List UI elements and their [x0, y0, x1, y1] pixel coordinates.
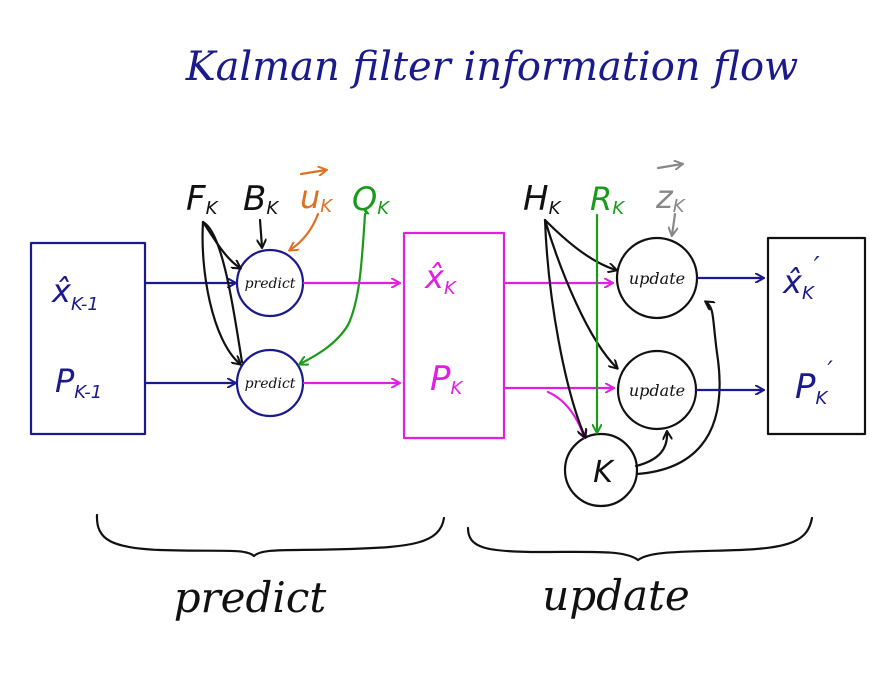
input-B: BK: [243, 179, 279, 219]
prev-x-label: x̂K-1: [51, 272, 99, 315]
svg-text:uK: uK: [300, 178, 333, 217]
input-H: HK: [523, 179, 562, 219]
kalman-gain-node: K: [563, 432, 639, 508]
arrow-F-to-predict-bottom: [201, 220, 240, 364]
input-Q: QK: [352, 180, 390, 219]
prev-state-box: [29, 241, 147, 436]
arrow-z-to-update: [672, 212, 675, 235]
predicted-x-label: x̂K: [424, 258, 457, 299]
svg-text:update: update: [629, 381, 685, 400]
arrow-predicted-p-to-gain: [546, 390, 584, 437]
predicted-state-box: [402, 231, 506, 440]
arrow-gain-to-update-bottom: [634, 432, 667, 468]
predict-node-bottom: predict: [235, 348, 305, 418]
arrow-H-to-update-bottom: [543, 218, 617, 368]
updated-x-label: x̂K′: [782, 252, 820, 304]
svg-text:K: K: [593, 455, 615, 490]
arrow-gain-to-update-top: [635, 302, 721, 476]
svg-text:predict: predict: [245, 276, 296, 292]
arrow-F-to-predict-top: [201, 220, 240, 268]
svg-text:zK: zK: [655, 178, 686, 217]
brace-update: [466, 516, 814, 562]
arrow-F-extra: [201, 220, 244, 364]
arrow-u-to-predict: [290, 212, 320, 250]
arrow-B-to-predict: [260, 218, 262, 247]
input-z: zK: [655, 164, 686, 217]
update-node-bottom: update: [616, 349, 698, 431]
predicted-p-label: PK: [430, 359, 464, 399]
svg-text:predict: predict: [245, 376, 296, 392]
prev-p-label: PK-1: [55, 362, 102, 403]
update-node-top: update: [615, 236, 699, 320]
predict-node-top: predict: [235, 248, 305, 318]
svg-text:update: update: [629, 269, 685, 288]
updated-p-label: PK′: [795, 356, 833, 409]
updated-state-box: [766, 236, 867, 436]
arrow-H-to-update-top: [543, 218, 616, 270]
diagram-title: Kalman filter information flow: [185, 44, 799, 90]
brace-predict: [95, 513, 446, 558]
brace-label-predict: predict: [174, 573, 327, 622]
input-u: uK: [299, 170, 333, 217]
brace-label-update: update: [542, 571, 690, 620]
arrow-H-to-gain: [543, 218, 585, 437]
input-F: FK: [186, 179, 219, 219]
input-R: RK: [590, 180, 625, 219]
arrow-Q-to-predict: [300, 212, 367, 364]
